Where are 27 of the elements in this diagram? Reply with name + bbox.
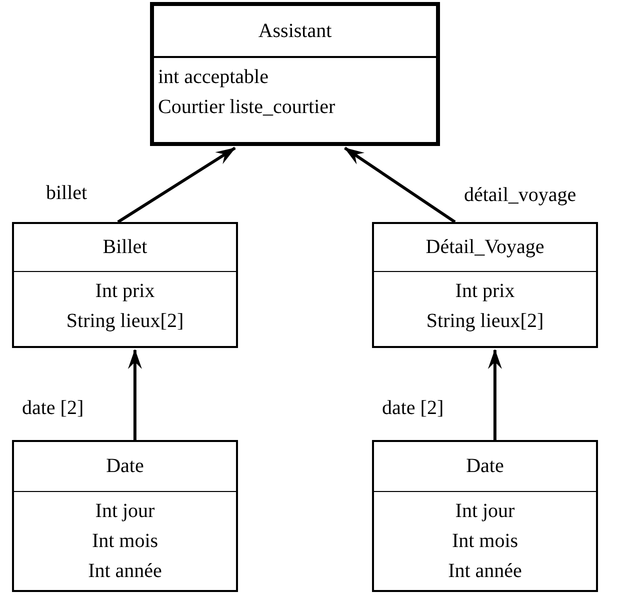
class-attribute: Courtier liste_courtier xyxy=(158,95,336,120)
class-box xyxy=(12,440,238,592)
class-name: Date xyxy=(106,455,144,478)
class-attribute: Int jour xyxy=(94,499,156,524)
class-box xyxy=(372,222,598,348)
class-attribute: Int prix xyxy=(94,279,156,304)
arrow xyxy=(117,146,236,224)
arrow xyxy=(488,349,502,440)
class-name: Assistant xyxy=(258,20,332,42)
class-attribute: Int mois xyxy=(450,529,520,554)
class-attribute: Int année xyxy=(87,559,163,584)
class-attribute: int acceptable xyxy=(158,65,270,90)
class-box xyxy=(372,440,598,592)
arrow xyxy=(128,349,142,440)
class-name: Détail_Voyage xyxy=(426,236,544,259)
class-attribute: Int prix xyxy=(454,279,516,304)
class-attribute: Int année xyxy=(447,559,523,584)
class-attribute: String lieux[2] xyxy=(65,309,185,334)
class-name: Date xyxy=(466,455,504,478)
class-attribute: Int mois xyxy=(90,529,160,554)
class-attribute: String lieux[2] xyxy=(425,309,545,334)
class-attribute: Int jour xyxy=(454,499,516,524)
class-name: Billet xyxy=(102,236,148,259)
edge-label: détail_voyage xyxy=(462,184,578,207)
arrow xyxy=(344,146,456,224)
class-box xyxy=(12,222,238,348)
class-box xyxy=(150,2,440,146)
